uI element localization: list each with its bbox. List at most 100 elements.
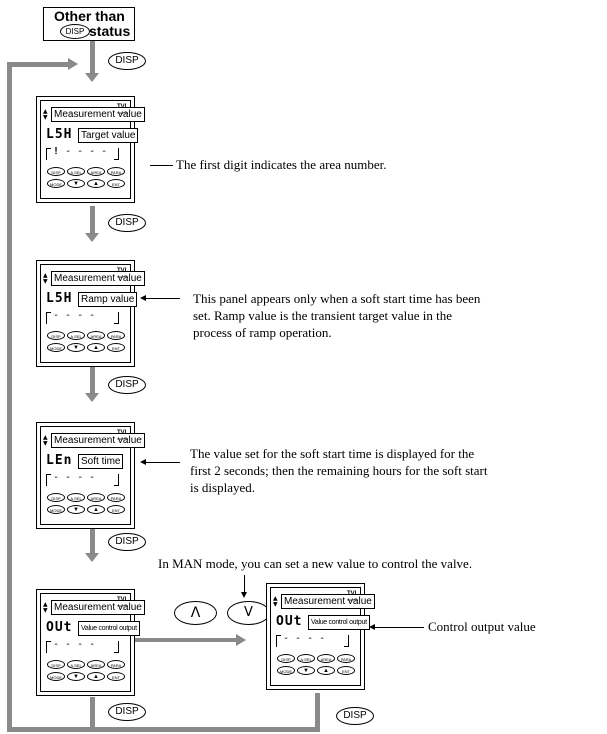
arrow-5-shaft	[90, 697, 95, 729]
digit-display: - - - -	[46, 311, 119, 324]
note-ramp-3: process of ramp operation.	[193, 325, 332, 340]
asel-button[interactable]: A.SEL	[297, 654, 315, 663]
arrow-man-head	[236, 634, 246, 646]
down-button[interactable]: ▼	[297, 666, 315, 675]
area-button[interactable]: AREA	[87, 493, 105, 502]
area-pointer-line	[150, 165, 173, 166]
up-button[interactable]: ▲	[317, 666, 335, 675]
up-down-indicator-icon: ▲▼	[43, 272, 48, 285]
note-ramp-1: This panel appears only when a soft star…	[193, 291, 481, 306]
up-down-indicator-icon: ▲▼	[43, 434, 48, 447]
soft-pointer-arrow	[140, 459, 146, 465]
measurement-value-label: Measurement value	[51, 107, 145, 122]
mode-button[interactable]: MODE	[47, 179, 65, 188]
digit-dashes: - - - -	[53, 472, 96, 483]
area-button[interactable]: AREA	[87, 660, 105, 669]
logo-subtext: SG-PTS	[117, 604, 129, 608]
down-button[interactable]: ▼	[67, 672, 85, 681]
note-soft-2: first 2 seconds; then the remaining hour…	[190, 463, 488, 478]
loop-top-line	[7, 62, 70, 67]
up-down-indicator-icon: ▲▼	[43, 108, 48, 121]
ent-button[interactable]: ENT	[107, 179, 125, 188]
arrow-6-shaft	[315, 693, 320, 732]
logo-text: TVL	[117, 104, 129, 110]
down-button[interactable]: ▼	[67, 343, 85, 352]
ent-button[interactable]: ENT	[107, 505, 125, 514]
disp-button[interactable]: DISP	[47, 493, 65, 502]
para-button[interactable]: PARA	[107, 167, 125, 176]
segment-code: OUt	[46, 620, 73, 635]
field-label: Target value	[78, 128, 139, 143]
logo-subtext: SG-PTS	[117, 275, 129, 279]
up-button[interactable]: ▲	[87, 672, 105, 681]
top-status-box: Other than DISP status	[43, 7, 135, 41]
measurement-value-label: Measurement value	[281, 594, 375, 609]
top-disp-key[interactable]: DISP	[60, 24, 90, 39]
digit-display: ! - - - -	[46, 147, 119, 160]
ent-button[interactable]: ENT	[107, 672, 125, 681]
asel-button[interactable]: A.SEL	[67, 660, 85, 669]
para-button[interactable]: PARA	[107, 660, 125, 669]
up-button[interactable]: ▲	[87, 179, 105, 188]
digit-display: - - - -	[276, 634, 349, 647]
para-button[interactable]: PARA	[107, 493, 125, 502]
para-button[interactable]: PARA	[107, 331, 125, 340]
down-button[interactable]: ▼	[67, 505, 85, 514]
field-label: Value control output	[308, 615, 370, 630]
area-button[interactable]: AREA	[87, 331, 105, 340]
mode-button[interactable]: MODE	[47, 343, 65, 352]
logo-text: TVL	[347, 591, 359, 597]
mode-button[interactable]: MODE	[47, 672, 65, 681]
disp-button[interactable]: DISP	[47, 331, 65, 340]
segment-code: LEn	[46, 453, 73, 468]
disp-button[interactable]: DISP	[47, 660, 65, 669]
arrow-2-head	[85, 233, 99, 242]
up-key[interactable]: Λ	[174, 601, 217, 625]
disp-key-5[interactable]: DISP	[108, 703, 146, 721]
mode-button[interactable]: MODE	[47, 505, 65, 514]
disp-button[interactable]: DISP	[277, 654, 295, 663]
measurement-value-label: Measurement value	[51, 433, 145, 448]
note-man: In MAN mode, you can set a new value to …	[158, 556, 473, 571]
arrow-2-shaft	[90, 206, 95, 234]
logo-subtext: SG-PTS	[347, 598, 359, 602]
digit-dashes: - - - -	[53, 639, 96, 650]
digit-display: - - - -	[46, 472, 119, 486]
disp-key-1[interactable]: DISP	[108, 52, 146, 70]
loop-left-line	[7, 62, 12, 732]
field-label: Ramp value	[78, 292, 138, 307]
disp-key-6[interactable]: DISP	[336, 707, 374, 725]
area-button[interactable]: AREA	[87, 167, 105, 176]
mode-button[interactable]: MODE	[277, 666, 295, 675]
disp-key-2[interactable]: DISP	[108, 214, 146, 232]
area-button[interactable]: AREA	[317, 654, 335, 663]
asel-button[interactable]: A.SEL	[67, 167, 85, 176]
asel-button[interactable]: A.SEL	[67, 493, 85, 502]
ent-button[interactable]: ENT	[107, 343, 125, 352]
segment-code: L5H	[46, 291, 73, 306]
logo-subtext: SG-PTS	[117, 437, 129, 441]
up-button[interactable]: ▲	[87, 505, 105, 514]
arrow-3-head	[85, 393, 99, 402]
asel-button[interactable]: A.SEL	[67, 331, 85, 340]
ent-button[interactable]: ENT	[337, 666, 355, 675]
note-soft-3: is displayed.	[190, 480, 255, 495]
up-button[interactable]: ▲	[87, 343, 105, 352]
man-pointer-line	[244, 575, 245, 593]
disp-key-3[interactable]: DISP	[108, 376, 146, 394]
para-button[interactable]: PARA	[337, 654, 355, 663]
disp-button[interactable]: DISP	[47, 167, 65, 176]
down-button[interactable]: ▼	[67, 179, 85, 188]
disp-key-4[interactable]: DISP	[108, 533, 146, 551]
down-key[interactable]: V	[227, 601, 270, 625]
